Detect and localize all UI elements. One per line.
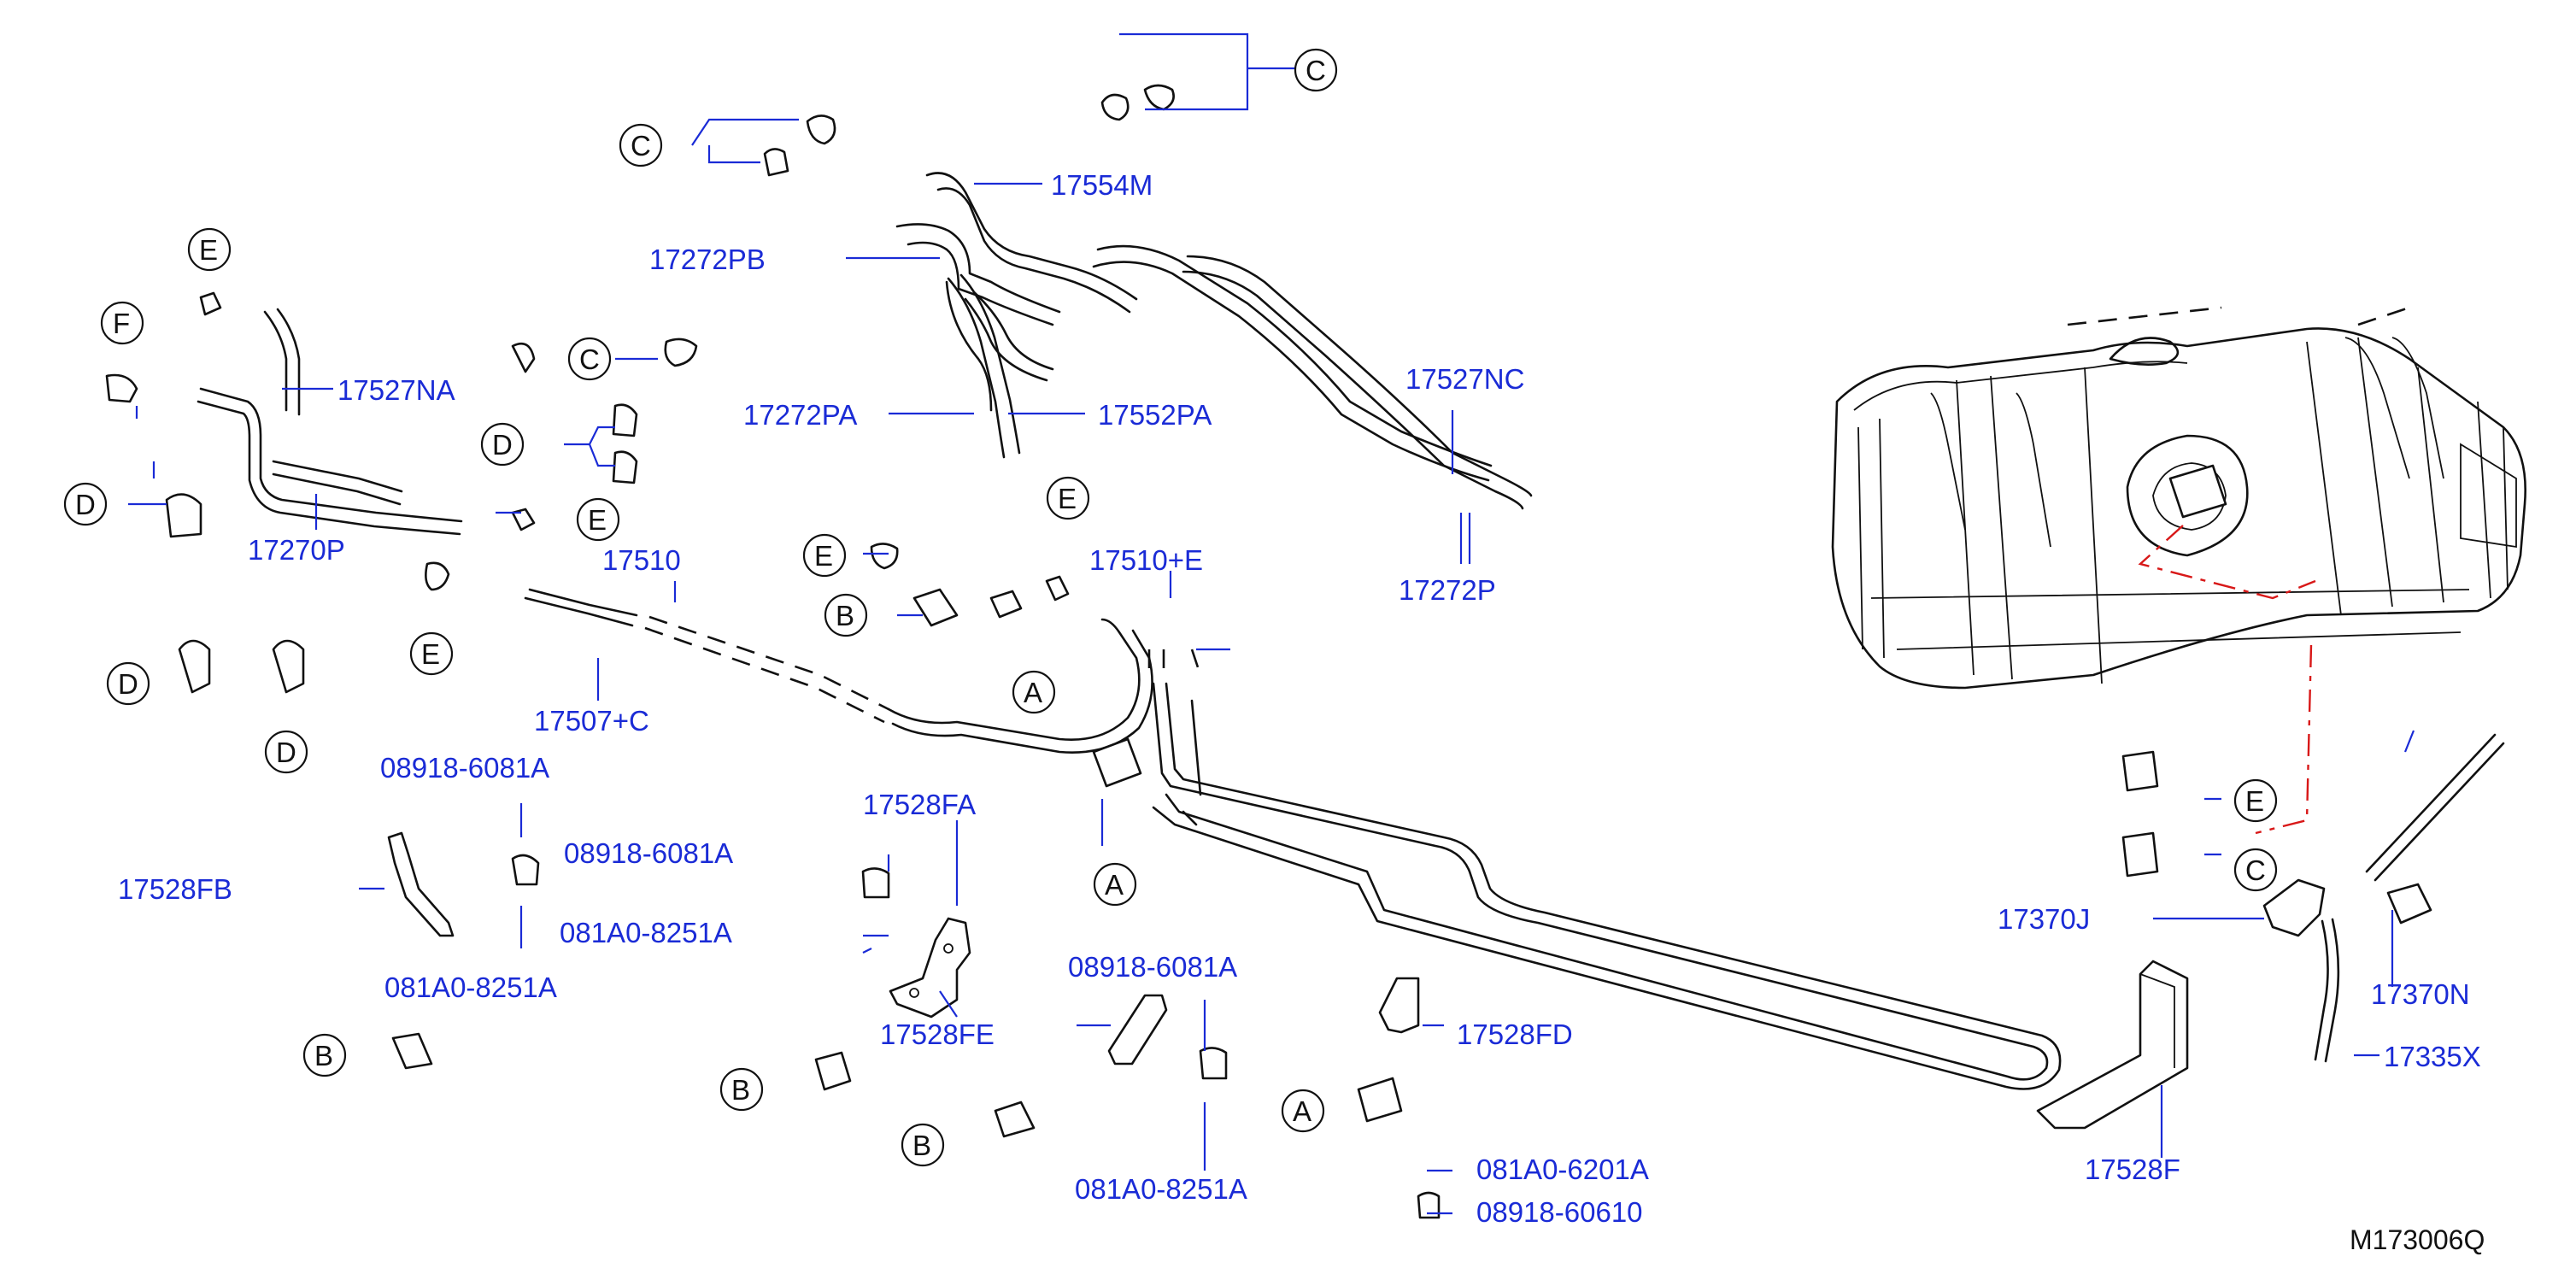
ref-c-2: C (1306, 55, 1326, 86)
clips-and-clamps (105, 84, 1441, 1219)
ref-a-1: A (1024, 677, 1042, 708)
part-081a0-8251a-mid: 081A0-8251A (560, 917, 732, 948)
ref-d-1: D (492, 429, 513, 461)
part-08918-6081a-low: 08918-6081A (1068, 951, 1237, 983)
ref-b-4: B (912, 1130, 931, 1161)
part-17510: 17510 (602, 544, 681, 576)
vent-hose-17370n (2365, 733, 2505, 882)
ref-a-2: A (1105, 869, 1124, 901)
part-17507c: 17507+C (534, 705, 649, 737)
part-17528f: 17528F (2085, 1154, 2180, 1185)
part-17552pa: 17552PA (1098, 399, 1212, 431)
ref-e-3: E (421, 638, 440, 670)
ref-d-3: D (118, 668, 138, 700)
part-08918-60610: 08918-60610 (1476, 1196, 1643, 1228)
part-17527na: 17527NA (337, 374, 455, 406)
ref-b-2: B (314, 1040, 333, 1071)
bracket-17370j (2262, 878, 2326, 937)
part-17554m: 17554M (1051, 169, 1153, 201)
ref-f-1: F (113, 308, 130, 339)
part-17528fa: 17528FA (863, 789, 976, 820)
callout-circles (63, 48, 2278, 1167)
ref-e-4: E (814, 540, 833, 572)
ref-b-1: B (836, 600, 854, 631)
fuel-tube-main (524, 588, 2062, 1090)
bracket-17528f (2036, 960, 2189, 1130)
part-number-labels: 17554M 17272PB 17527NA 17272PA 17552PA 1… (118, 169, 2485, 1255)
part-17528fb: 17528FB (118, 873, 232, 905)
ref-letters: C C C C E E E E E E F D D D D B B B B A … (75, 55, 2266, 1161)
part-17272p: 17272P (1399, 574, 1496, 606)
fuel-tank (1831, 306, 2526, 690)
part-08918-6081a-top: 08918-6081A (380, 752, 549, 784)
ref-e-6: E (2245, 785, 2264, 817)
part-081a0-8251a-left: 081A0-8251A (384, 972, 557, 1003)
bracket-17528fa-fe (889, 917, 971, 1019)
leader-lines (128, 32, 2415, 1215)
ref-c-3: C (579, 343, 600, 375)
ref-e-1: E (199, 234, 218, 266)
bracket-17528fe-lower (1107, 994, 1168, 1065)
part-17528fe: 17528FE (880, 1019, 995, 1050)
part-08918-6081a-mid: 08918-6081A (564, 837, 733, 869)
part-17370n: 17370N (2371, 978, 2470, 1010)
diagram-code: M173006Q (2350, 1224, 2485, 1255)
bracket-17528fd (1378, 977, 1420, 1034)
part-17335x: 17335X (2384, 1041, 2481, 1072)
part-17272pb: 17272PB (649, 244, 766, 275)
part-17270p: 17270P (248, 534, 345, 566)
pipe-17270p-17527na (197, 308, 463, 536)
part-081a0-6201a: 081A0-6201A (1476, 1154, 1649, 1185)
ref-e-2: E (588, 504, 607, 536)
ref-a-3: A (1293, 1095, 1311, 1127)
ref-d-2: D (75, 489, 96, 520)
hose-17335x (2314, 918, 2340, 1063)
part-17527nc: 17527NC (1405, 363, 1524, 395)
part-17272pa: 17272PA (743, 399, 857, 431)
evap-hose-assembly (895, 172, 1533, 510)
part-17370j: 17370J (1998, 903, 2090, 935)
ref-c-1: C (631, 130, 651, 161)
part-17510e: 17510+E (1089, 544, 1203, 576)
ref-c-4: C (2245, 854, 2266, 886)
bracket-17528fb (387, 831, 455, 937)
part-081a0-8251a-low: 081A0-8251A (1075, 1173, 1247, 1205)
ref-e-5: E (1058, 483, 1077, 514)
ref-d-4: D (276, 737, 296, 768)
part-17528fd: 17528FD (1457, 1019, 1573, 1050)
ref-b-3: B (731, 1074, 750, 1106)
